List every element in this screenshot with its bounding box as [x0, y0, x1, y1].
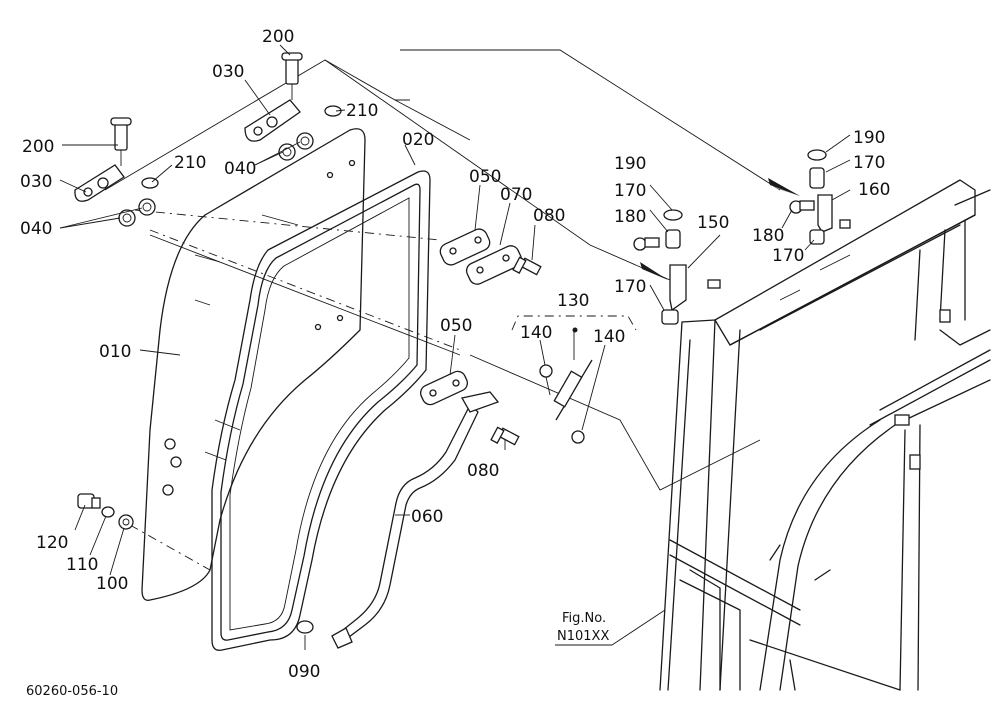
label-190-a: 190: [614, 154, 646, 174]
drawing-id: 60260-056-10: [26, 684, 118, 699]
label-040-right: 040: [224, 159, 256, 179]
figure-reference: Fig.No. N101XX: [557, 611, 609, 644]
label-130: 130: [557, 291, 589, 311]
label-170-b: 170: [614, 277, 646, 297]
label-090: 090: [288, 662, 320, 682]
label-050-upper: 050: [469, 167, 501, 187]
label-160: 160: [858, 180, 890, 200]
label-170-a: 170: [614, 181, 646, 201]
label-210-left: 210: [174, 153, 206, 173]
label-140-right: 140: [593, 327, 625, 347]
reference-lines: [104, 49, 781, 571]
label-050-lower: 050: [440, 316, 472, 336]
stay-brackets: [633, 149, 833, 325]
label-180-a: 180: [614, 207, 646, 227]
gas-strut-assembly: [511, 315, 637, 444]
label-030-left: 030: [20, 172, 52, 192]
upper-hinge-right: [244, 52, 342, 161]
label-120: 120: [36, 533, 68, 553]
fig-no-value: N101XX: [557, 629, 609, 644]
door-handle-rod: [331, 391, 500, 649]
label-210-right: 210: [346, 101, 378, 121]
part-labels: 200 030 210 200 210 020 040 030 040 050 …: [20, 27, 890, 682]
lower-hardware: [77, 493, 314, 634]
leader-lines: [59, 44, 851, 650]
label-080-lower: 080: [467, 461, 499, 481]
weatherstrip: [211, 170, 431, 651]
label-170-d: 170: [772, 246, 804, 266]
label-200-right: 200: [262, 27, 294, 47]
label-110: 110: [66, 555, 98, 575]
label-150: 150: [697, 213, 729, 233]
label-070: 070: [500, 185, 532, 205]
label-030-right: 030: [212, 62, 244, 82]
hinge-plates: [420, 228, 523, 406]
cab-frame: [659, 179, 991, 691]
label-040-left: 040: [20, 219, 52, 239]
label-180-b: 180: [752, 226, 784, 246]
label-100: 100: [96, 574, 128, 594]
fig-no-label: Fig.No.: [562, 611, 606, 626]
upper-hinge-left: [74, 117, 159, 227]
label-170-c: 170: [853, 153, 885, 173]
pointer-arrows: [640, 178, 800, 280]
label-010: 010: [99, 342, 131, 362]
label-140-left: 140: [520, 323, 552, 343]
door-glass: [141, 128, 366, 601]
label-060: 060: [411, 507, 443, 527]
label-190-b: 190: [853, 128, 885, 148]
label-200-left: 200: [22, 137, 54, 157]
label-020: 020: [402, 130, 434, 150]
label-080-upper: 080: [533, 206, 565, 226]
bolts: [490, 256, 542, 446]
